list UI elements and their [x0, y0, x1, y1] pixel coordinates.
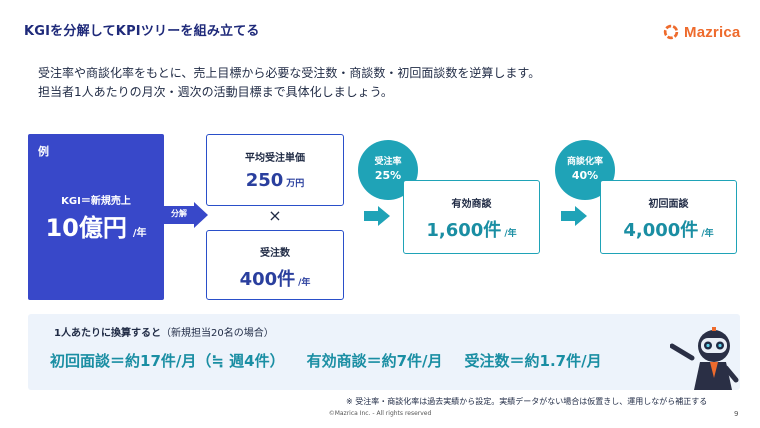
- summary-effective-deals: 有効商談＝約7件/月: [306, 352, 443, 370]
- effective-deals-box: 有効商談 1,600件/年: [403, 180, 540, 254]
- kgi-box: 例 KGI＝新規売上 10億円/年: [28, 134, 164, 300]
- effective-deals-amount: 1,600件: [426, 220, 502, 241]
- orders-amount: 400件: [239, 269, 296, 290]
- first-meetings-value: 4,000件/年: [601, 216, 736, 242]
- teal-arrow-icon: [364, 206, 390, 226]
- copyright: ©Mazrica Inc. - All rights reserved: [328, 410, 432, 417]
- multiply-sign: ×: [268, 206, 282, 225]
- description-line-1: 受注率や商談化率をもとに、売上目標から必要な受注数・商談数・初回面談数を逆算しま…: [38, 66, 541, 80]
- first-meetings-box: 初回面談 4,000件/年: [600, 180, 737, 254]
- summary-heading-note: （新規担当20名の場合）: [160, 328, 274, 339]
- summary-heading: 1人あたりに換算すると（新規担当20名の場合）: [54, 324, 274, 339]
- split-arrow-icon: [164, 202, 208, 228]
- first-meetings-unit: /年: [701, 229, 714, 239]
- orders-label: 受注数: [260, 248, 290, 259]
- win-rate-label: 受注率: [374, 157, 402, 167]
- kgi-label: KGI＝新規売上: [61, 196, 131, 207]
- example-tag: 例: [38, 145, 49, 158]
- orders-value: 400件/年: [207, 265, 343, 291]
- kgi-value: 10億円/年: [28, 208, 164, 243]
- first-meetings-label: 初回面談: [648, 199, 689, 210]
- robot-mascot-icon: [670, 327, 739, 390]
- description: 受注率や商談化率をもとに、売上目標から必要な受注数・商談数・初回面談数を逆算しま…: [38, 64, 540, 102]
- deal-rate-value: 40%: [571, 169, 599, 182]
- orders-unit: /年: [298, 278, 311, 288]
- deal-rate-label: 商談化率: [566, 157, 603, 167]
- effective-deals-label: 有効商談: [451, 199, 492, 210]
- mazrica-logo-icon: [663, 24, 679, 40]
- summary-items: 初回面談＝約17件/月（≒ 週4件） 有効商談＝約7件/月 受注数＝約1.7件/…: [50, 350, 602, 371]
- effective-deals-value: 1,600件/年: [404, 216, 539, 242]
- description-line-2: 担当者1人あたりの月次・週次の活動目標まで具体化しましょう。: [38, 85, 393, 99]
- kgi-amount: 10億円: [45, 214, 127, 242]
- effective-deals-unit: /年: [504, 229, 517, 239]
- avg-price-label: 平均受注単価: [245, 153, 305, 164]
- summary-orders: 受注数＝約1.7件/月: [464, 352, 602, 370]
- split-label: 分解: [171, 209, 187, 218]
- slide-title: KGIを分解してKPIツリーを組み立てる: [24, 24, 260, 39]
- summary-heading-bold: 1人あたりに換算すると: [54, 328, 161, 339]
- avg-price-amount: 250: [245, 170, 284, 191]
- brand-name: Mazrica: [684, 23, 741, 41]
- page-number: 9: [734, 410, 739, 418]
- avg-price-unit: 万円: [286, 179, 305, 189]
- summary-first-meetings: 初回面談＝約17件/月（≒ 週4件）: [50, 352, 285, 370]
- per-person-summary: 1人あたりに換算すると（新規担当20名の場合） 初回面談＝約17件/月（≒ 週4…: [28, 314, 740, 390]
- teal-arrow-icon: [561, 206, 587, 226]
- win-rate-value: 25%: [374, 169, 402, 182]
- footnote: ※ 受注率・商談化率は過去実績から設定。実績データがない場合は仮置きし、運用しな…: [346, 397, 708, 406]
- kgi-unit: /年: [132, 228, 147, 239]
- orders-box: 受注数 400件/年: [206, 230, 344, 300]
- first-meetings-amount: 4,000件: [623, 220, 699, 241]
- brand-logo: Mazrica: [662, 22, 740, 42]
